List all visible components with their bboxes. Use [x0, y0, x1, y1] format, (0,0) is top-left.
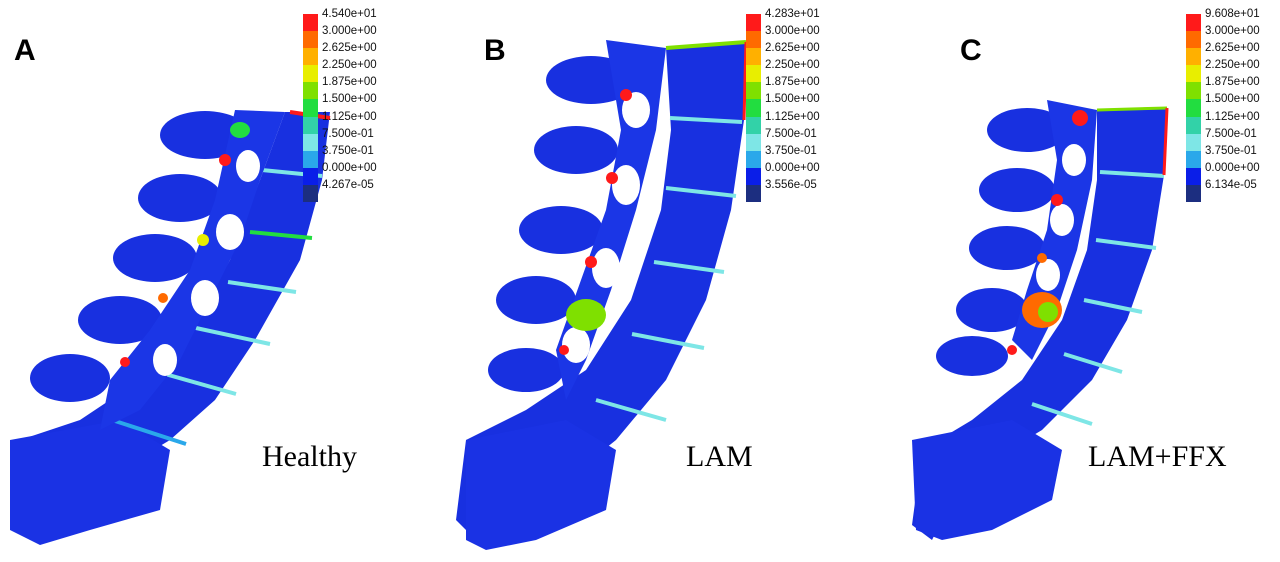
legend-swatch [1186, 65, 1201, 83]
legend-value: 2.625e+00 [322, 42, 377, 55]
legend-swatch [1186, 133, 1201, 151]
condition-label-b: LAM [686, 440, 753, 473]
legend-value: 4.540e+01 [322, 8, 377, 20]
spine-model-healthy [10, 110, 331, 545]
legend-value: 2.625e+00 [765, 42, 820, 55]
legend-swatch [303, 31, 318, 49]
legend-swatch [303, 184, 318, 203]
panel-letter-b: B [484, 34, 506, 67]
legend-value: 7.500e-01 [1205, 127, 1257, 140]
panel-letter-c: C [960, 34, 982, 67]
condition-label-c: LAM+FFX [1088, 440, 1227, 473]
legend-value: 0.000e+00 [765, 161, 820, 174]
legend-value: 2.250e+00 [1205, 59, 1260, 72]
legend-value: 1.875e+00 [765, 76, 820, 89]
legend-value: 3.000e+00 [1205, 25, 1260, 38]
legend-value: 4.267e-05 [322, 178, 374, 191]
legend-value: 3.750e-01 [1205, 144, 1257, 157]
legend-value: 9.608e+01 [1205, 8, 1260, 20]
panel-c: C 9.608e+01 3.000e+00 2.625e+00 2.250e+0… [852, 0, 1278, 562]
legend-swatch [746, 150, 761, 168]
legend-value: 6.134e-05 [1205, 178, 1257, 191]
legend-swatch [1186, 14, 1201, 32]
legend-swatch [1186, 82, 1201, 100]
legend-swatch [746, 65, 761, 83]
legend-value: 7.500e-01 [322, 127, 374, 140]
legend-swatch [746, 184, 761, 203]
legend-value: 2.250e+00 [765, 59, 820, 72]
legend-value: 3.556e-05 [765, 178, 817, 191]
legend-swatch [1186, 167, 1201, 185]
legend-swatch [1186, 31, 1201, 49]
legend-value: 0.000e+00 [322, 161, 377, 174]
legend-swatch [746, 48, 761, 66]
legend-value: 1.875e+00 [322, 76, 377, 89]
spine-model-lam-ffx [912, 100, 1169, 540]
spine-model-lam [456, 40, 748, 550]
legend-swatch [303, 14, 318, 32]
legend-swatch [746, 167, 761, 185]
legend-value: 3.750e-01 [322, 144, 374, 157]
panel-a: A 4.540e+01 3.000e+00 2.625e+00 2.250e+0… [0, 0, 426, 562]
legend-value: 3.750e-01 [765, 144, 817, 157]
legend-swatch [303, 116, 318, 134]
legend-value: 4.283e+01 [765, 8, 820, 20]
legend-value: 7.500e-01 [765, 127, 817, 140]
legend-value: 3.000e+00 [765, 25, 820, 38]
legend-swatch [746, 116, 761, 134]
legend-swatch [303, 48, 318, 66]
legend-value: 1.500e+00 [1205, 93, 1260, 106]
legend-value: 1.875e+00 [1205, 76, 1260, 89]
legend-swatch [1186, 150, 1201, 168]
legend-swatch [746, 31, 761, 49]
legend-swatch [746, 14, 761, 32]
legend-swatch [303, 133, 318, 151]
legend-swatch [1186, 184, 1201, 203]
legend-swatch [1186, 116, 1201, 134]
panel-b: B 4.283e+01 3.000e+00 2.625e+00 2.250e+0… [426, 0, 852, 562]
legend-swatch [746, 133, 761, 151]
legend-swatch [303, 167, 318, 185]
legend-value: 0.000e+00 [1205, 161, 1260, 174]
condition-label-a: Healthy [262, 440, 357, 473]
legend-value: 2.625e+00 [1205, 42, 1260, 55]
legend-value: 3.000e+00 [322, 25, 377, 38]
legend-value: 1.500e+00 [765, 93, 820, 106]
legend-swatch [746, 99, 761, 117]
legend-value: 1.500e+00 [322, 93, 377, 106]
legend-swatch [303, 150, 318, 168]
legend-value: 1.125e+00 [322, 110, 377, 123]
legend-value: 1.125e+00 [765, 110, 820, 123]
legend-swatch [303, 82, 318, 100]
legend-value: 2.250e+00 [322, 59, 377, 72]
legend-value: 1.125e+00 [1205, 110, 1260, 123]
legend-swatch [1186, 48, 1201, 66]
panel-letter-a: A [14, 34, 36, 67]
legend-swatch [746, 82, 761, 100]
legend-swatch [303, 99, 318, 117]
legend-swatch [1186, 99, 1201, 117]
legend-swatch [303, 65, 318, 83]
